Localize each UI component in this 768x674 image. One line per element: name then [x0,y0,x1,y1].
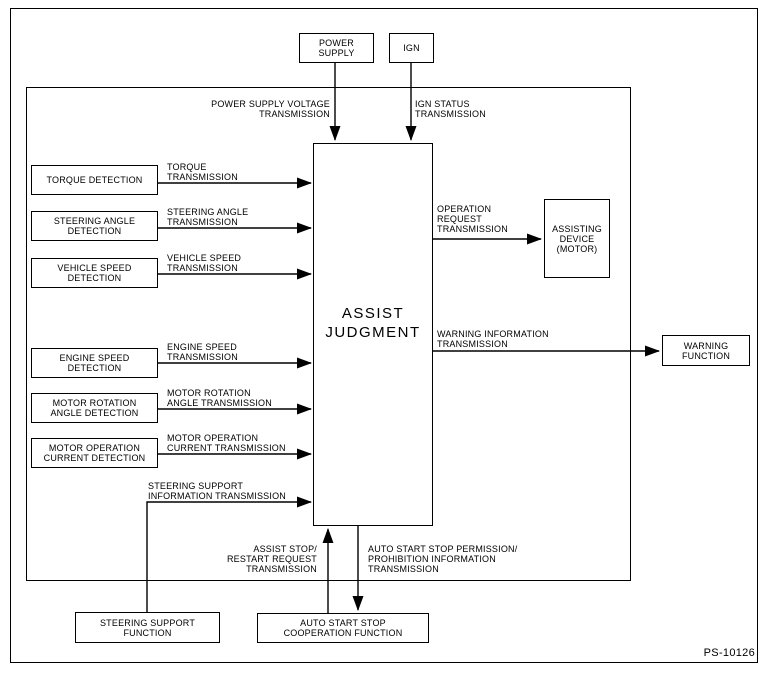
vehicle-speed-transmission-label: VEHICLE SPEED TRANSMISSION [167,253,242,273]
inner-border [26,87,631,581]
arrow-steering-support [146,496,312,612]
motor-operation-current-transmission-label: MOTOR OPERATION CURRENT TRANSMISSION [167,433,286,453]
motor-rotation-angle-transmission-label: MOTOR ROTATION ANGLE TRANSMISSION [167,388,272,408]
ign-box: IGN [389,33,434,63]
engine-speed-detection-box: ENGINE SPEED DETECTION [31,348,158,378]
auto-start-stop-permission-transmission-label: AUTO START STOP PERMISSION/ PROHIBITION … [368,544,518,574]
assist-judgment-box: ASSIST JUDGMENT [313,143,433,526]
outer-border [10,8,758,663]
motor-rotation-angle-detection-box: MOTOR ROTATION ANGLE DETECTION [31,393,158,423]
ign-status-transmission-label: IGN STATUS TRANSMISSION [415,99,486,119]
motor-operation-current-detection-box: MOTOR OPERATION CURRENT DETECTION [31,438,158,468]
steering-angle-transmission-label: STEERING ANGLE TRANSMISSION [167,207,249,227]
assisting-device-motor-box: ASSISTING DEVICE (MOTOR) [544,199,610,278]
assist-stop-restart-request-transmission-label: ASSIST STOP/ RESTART REQUEST TRANSMISSIO… [226,544,317,574]
vehicle-speed-detection-box: VEHICLE SPEED DETECTION [31,258,158,288]
power-supply-box: POWER SUPPLY [299,33,374,63]
steering-support-information-transmission-label: STEERING SUPPORT INFORMATION TRANSMISSIO… [148,481,286,501]
power-supply-voltage-transmission-label: POWER SUPPLY VOLTAGE TRANSMISSION [211,99,330,119]
operation-request-transmission-label: OPERATION REQUEST TRANSMISSION [437,204,508,234]
steering-support-function-box: STEERING SUPPORT FUNCTION [75,612,220,643]
engine-speed-transmission-label: ENGINE SPEED TRANSMISSION [167,342,238,362]
steering-angle-detection-box: STEERING ANGLE DETECTION [31,211,158,241]
torque-transmission-label: TORQUE TRANSMISSION [167,162,238,182]
figure-code: PS-10126 [703,647,755,659]
torque-detection-box: TORQUE DETECTION [31,165,158,195]
warning-information-transmission-label: WARNING INFORMATION TRANSMISSION [437,329,549,349]
warning-function-box: WARNING FUNCTION [662,335,750,366]
auto-start-stop-cooperation-function-box: AUTO START STOP COOPERATION FUNCTION [257,613,429,643]
